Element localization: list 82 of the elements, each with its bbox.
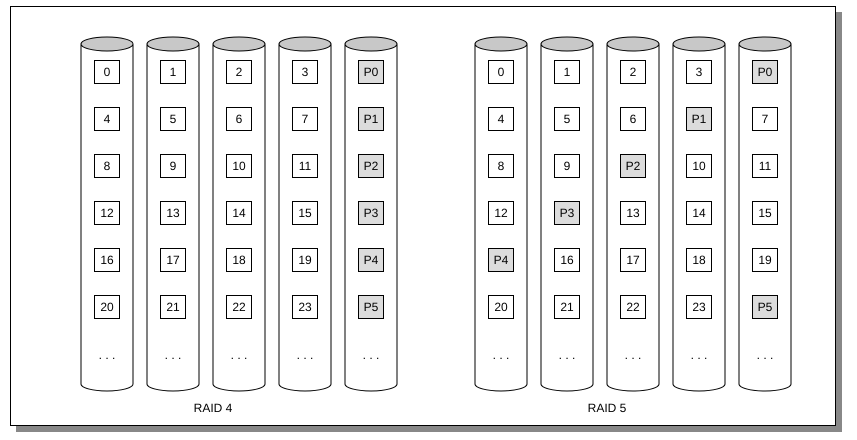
- parity-block: P1: [686, 107, 712, 131]
- disk-cylinder: [278, 36, 332, 392]
- data-block: 22: [620, 295, 646, 319]
- data-block: 18: [226, 248, 252, 272]
- data-block: 12: [94, 201, 120, 225]
- continuation-dots: . . .: [624, 348, 642, 362]
- data-block: 11: [292, 154, 318, 178]
- data-block: 8: [94, 154, 120, 178]
- data-block: 4: [488, 107, 514, 131]
- disk-cylinder: [738, 36, 792, 392]
- data-block: 21: [554, 295, 580, 319]
- disk-cylinder: [606, 36, 660, 392]
- data-block: 13: [160, 201, 186, 225]
- continuation-dots: . . .: [558, 348, 576, 362]
- data-block: 5: [554, 107, 580, 131]
- data-block: 15: [752, 201, 778, 225]
- continuation-dots: . . .: [690, 348, 708, 362]
- data-block: 8: [488, 154, 514, 178]
- data-block: 14: [226, 201, 252, 225]
- parity-block: P4: [488, 248, 514, 272]
- parity-block: P4: [358, 248, 384, 272]
- data-block: 21: [160, 295, 186, 319]
- disk-cylinder: [212, 36, 266, 392]
- data-block: 23: [686, 295, 712, 319]
- data-block: 2: [620, 60, 646, 84]
- continuation-dots: . . .: [362, 348, 380, 362]
- data-block: 0: [488, 60, 514, 84]
- data-block: 11: [752, 154, 778, 178]
- data-block: 7: [752, 107, 778, 131]
- data-block: 17: [160, 248, 186, 272]
- data-block: 9: [554, 154, 580, 178]
- data-block: 6: [226, 107, 252, 131]
- parity-block: P3: [358, 201, 384, 225]
- data-block: 16: [94, 248, 120, 272]
- data-block: 19: [292, 248, 318, 272]
- data-block: 19: [752, 248, 778, 272]
- disk-cylinder: [146, 36, 200, 392]
- data-block: 0: [94, 60, 120, 84]
- disk-cylinder: [672, 36, 726, 392]
- continuation-dots: . . .: [296, 348, 314, 362]
- data-block: 17: [620, 248, 646, 272]
- data-block: 1: [160, 60, 186, 84]
- disk-cylinder: [344, 36, 398, 392]
- parity-block: P2: [358, 154, 384, 178]
- parity-block: P0: [358, 60, 384, 84]
- disk-cylinder: [80, 36, 134, 392]
- data-block: 20: [94, 295, 120, 319]
- data-block: 3: [292, 60, 318, 84]
- continuation-dots: . . .: [98, 348, 116, 362]
- disk-cylinder: [540, 36, 594, 392]
- data-block: 5: [160, 107, 186, 131]
- parity-block: P3: [554, 201, 580, 225]
- data-block: 23: [292, 295, 318, 319]
- data-block: 12: [488, 201, 514, 225]
- data-block: 7: [292, 107, 318, 131]
- continuation-dots: . . .: [756, 348, 774, 362]
- data-block: 14: [686, 201, 712, 225]
- parity-block: P1: [358, 107, 384, 131]
- continuation-dots: . . .: [492, 348, 510, 362]
- data-block: 9: [160, 154, 186, 178]
- array-caption: RAID 5: [588, 401, 626, 415]
- parity-block: P2: [620, 154, 646, 178]
- array-caption: RAID 4: [194, 401, 232, 415]
- data-block: 22: [226, 295, 252, 319]
- data-block: 2: [226, 60, 252, 84]
- continuation-dots: . . .: [230, 348, 248, 362]
- data-block: 6: [620, 107, 646, 131]
- data-block: 15: [292, 201, 318, 225]
- disk-cylinder: [474, 36, 528, 392]
- data-block: 4: [94, 107, 120, 131]
- continuation-dots: . . .: [164, 348, 182, 362]
- data-block: 3: [686, 60, 712, 84]
- parity-block: P0: [752, 60, 778, 84]
- parity-block: P5: [752, 295, 778, 319]
- parity-block: P5: [358, 295, 384, 319]
- data-block: 13: [620, 201, 646, 225]
- data-block: 18: [686, 248, 712, 272]
- data-block: 10: [226, 154, 252, 178]
- data-block: 16: [554, 248, 580, 272]
- data-block: 20: [488, 295, 514, 319]
- data-block: 10: [686, 154, 712, 178]
- data-block: 1: [554, 60, 580, 84]
